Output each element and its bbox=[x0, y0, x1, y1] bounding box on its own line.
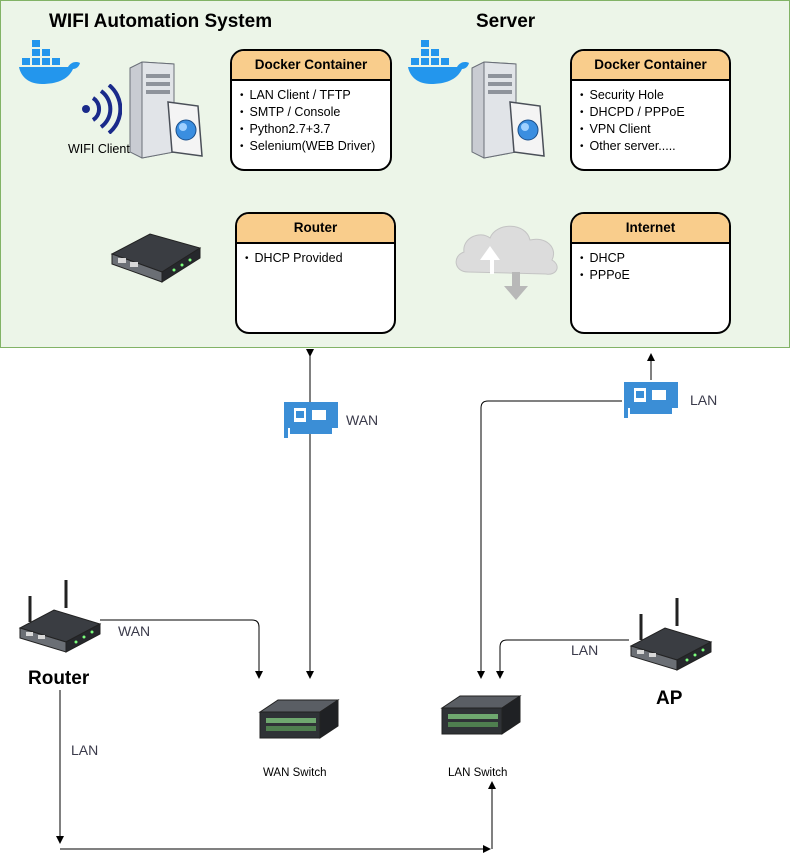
list-item: Python2.7+3.7 bbox=[240, 121, 390, 138]
ap-label: AP bbox=[656, 688, 683, 709]
wifi-client-label: WIFI Client bbox=[68, 142, 130, 156]
router-lan-label: LAN bbox=[71, 742, 99, 758]
list-item: LAN Client / TFTP bbox=[240, 87, 390, 104]
list-item: PPPoE bbox=[580, 267, 729, 284]
lan-nic-label: LAN bbox=[690, 392, 718, 408]
server-icon-left bbox=[129, 61, 203, 159]
wan-nic-icon bbox=[284, 402, 338, 438]
list-item: SMTP / Console bbox=[240, 104, 390, 121]
router-device-icon bbox=[18, 580, 102, 653]
router-box-title: Router bbox=[237, 214, 394, 244]
server-icon-right bbox=[471, 61, 545, 159]
wan-switch-label: WAN Switch bbox=[263, 767, 327, 779]
automation-system-title: WIFI Automation System bbox=[49, 11, 273, 32]
wan-nic-label: WAN bbox=[346, 412, 379, 428]
list-item: Selenium(WEB Driver) bbox=[240, 138, 390, 155]
router-wan-label: WAN bbox=[118, 623, 151, 639]
cloud-icon bbox=[455, 225, 558, 300]
docker-icon-left bbox=[19, 40, 80, 84]
docker-icon-right bbox=[408, 40, 469, 84]
list-item: Security Hole bbox=[580, 87, 729, 104]
docker-container-list: LAN Client / TFTP SMTP / Console Python2… bbox=[232, 81, 390, 155]
internet-box-list: DHCP PPPoE bbox=[572, 244, 729, 284]
internet-box: Internet DHCP PPPoE bbox=[570, 212, 731, 334]
lan-nic-icon bbox=[624, 382, 678, 418]
list-item: VPN Client bbox=[580, 121, 729, 138]
router-box-list: DHCP Provided bbox=[237, 244, 394, 267]
ap-device-icon bbox=[629, 598, 713, 671]
docker-container-title: Docker Container bbox=[572, 51, 729, 81]
internet-box-title: Internet bbox=[572, 214, 729, 244]
wifi-signal-icon bbox=[82, 84, 122, 134]
lan-switch-label: LAN Switch bbox=[448, 767, 508, 779]
router-box: Router DHCP Provided bbox=[235, 212, 396, 334]
docker-container-box-right: Docker Container Security Hole DHCPD / P… bbox=[570, 49, 731, 171]
list-item: DHCP bbox=[580, 250, 729, 267]
list-item: DHCP Provided bbox=[245, 250, 394, 267]
docker-container-title: Docker Container bbox=[232, 51, 390, 81]
docker-container-box-left: Docker Container LAN Client / TFTP SMTP … bbox=[230, 49, 392, 171]
list-item: Other server..... bbox=[580, 138, 729, 155]
router-label: Router bbox=[28, 668, 90, 689]
docker-container-list: Security Hole DHCPD / PPPoE VPN Client O… bbox=[572, 81, 729, 155]
router-device-icon-panel bbox=[110, 233, 202, 283]
lan-switch-icon bbox=[440, 695, 522, 735]
wan-switch-icon bbox=[258, 699, 340, 739]
server-title: Server bbox=[476, 11, 536, 32]
list-item: DHCPD / PPPoE bbox=[580, 104, 729, 121]
ap-lan-label: LAN bbox=[571, 642, 599, 658]
